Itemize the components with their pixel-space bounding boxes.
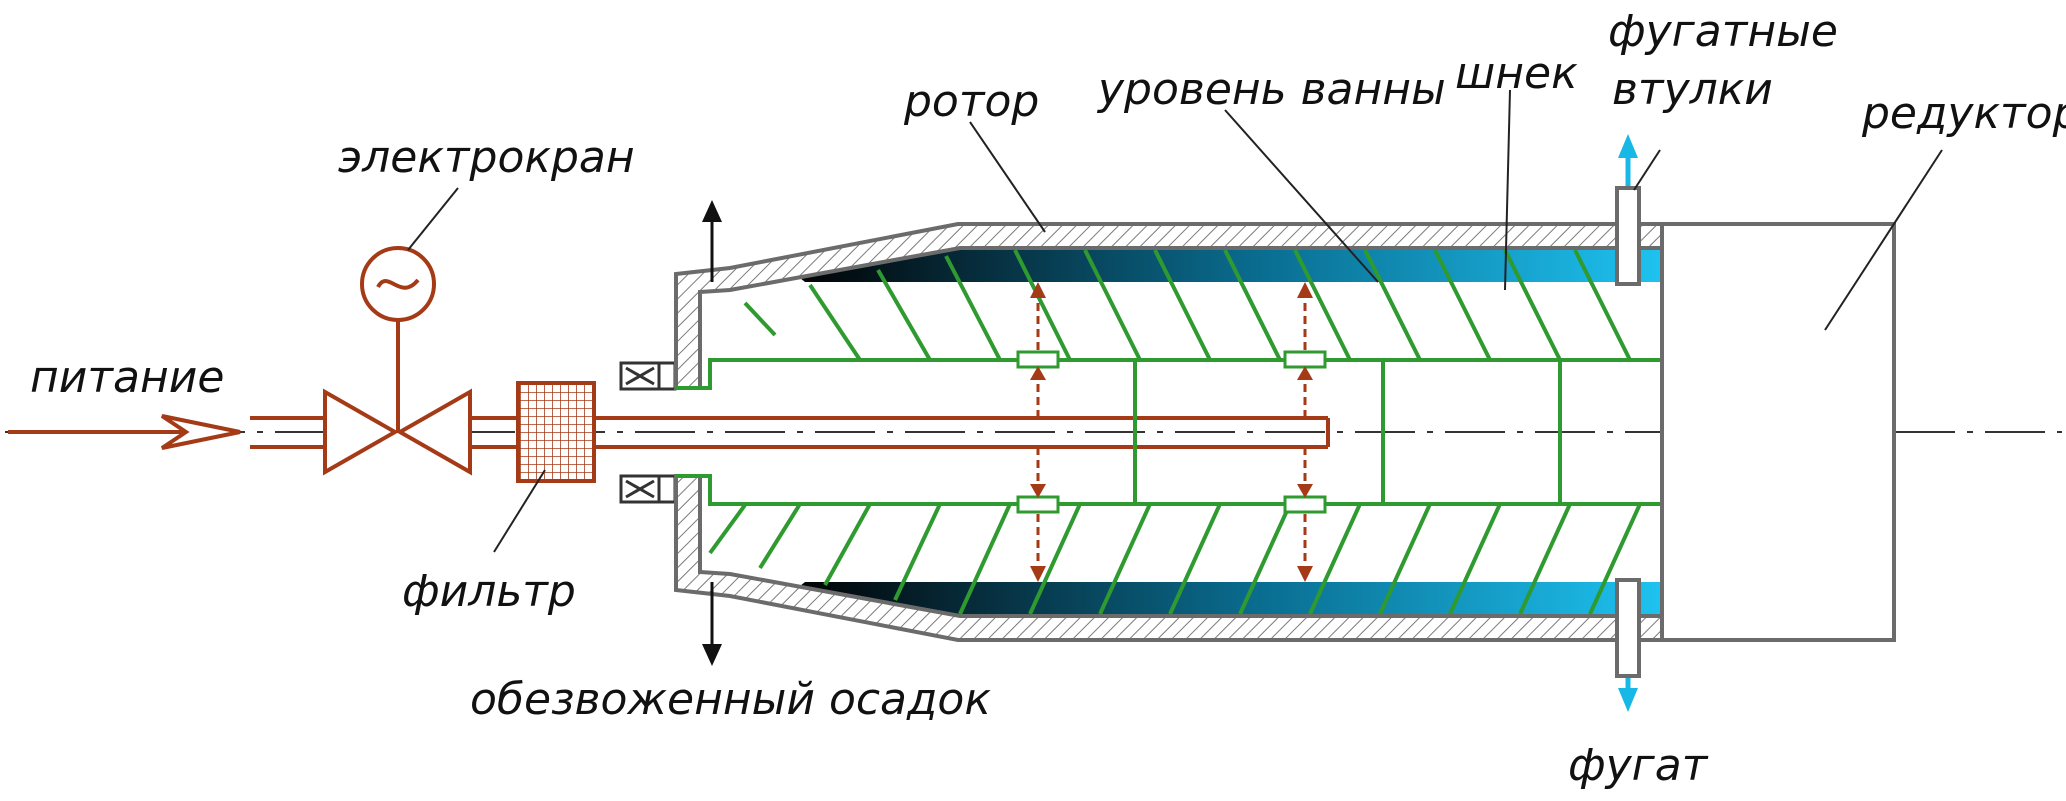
screw-hub <box>675 358 1662 506</box>
label-screw: шнек <box>1455 48 1578 99</box>
label-centrate: фугат <box>1568 740 1709 791</box>
liquid-pool-top <box>790 248 1662 282</box>
label-bath-level: уровень ванны <box>1096 64 1446 115</box>
electro-valve <box>323 246 472 476</box>
label-gearbox: редуктор <box>1861 88 2066 139</box>
label-centrate-bushings-line2: втулки <box>1612 64 1773 115</box>
filter <box>516 381 596 483</box>
feed-arrow <box>8 414 241 450</box>
bearing-bottom <box>619 474 677 504</box>
flow-arrows <box>1030 282 1313 582</box>
feed-tube <box>594 416 1330 449</box>
liquid-pool-bottom <box>790 582 1662 616</box>
gearbox <box>1660 222 1896 642</box>
valve-filter-pipe <box>470 416 518 449</box>
screw-flights-top <box>743 249 1632 362</box>
label-feed: питание <box>30 352 224 403</box>
sludge-discharge-arrows <box>702 200 722 666</box>
screw-flights-bottom <box>708 502 1642 615</box>
inlet-pipe <box>250 416 325 449</box>
label-filter: фильтр <box>402 566 576 617</box>
centrate-bushings <box>1615 186 1641 678</box>
label-dewatered-sludge: обезвоженный осадок <box>470 674 991 725</box>
label-centrate-bushings-line1: фугатные <box>1608 6 1838 57</box>
label-rotor: ротор <box>903 76 1039 127</box>
centrate-discharge-arrows <box>1618 134 1638 712</box>
label-valve: электрокран <box>338 132 635 183</box>
grid-filter-icon <box>516 381 596 483</box>
bearing-top <box>619 361 677 391</box>
leader-lines <box>407 89 1943 553</box>
